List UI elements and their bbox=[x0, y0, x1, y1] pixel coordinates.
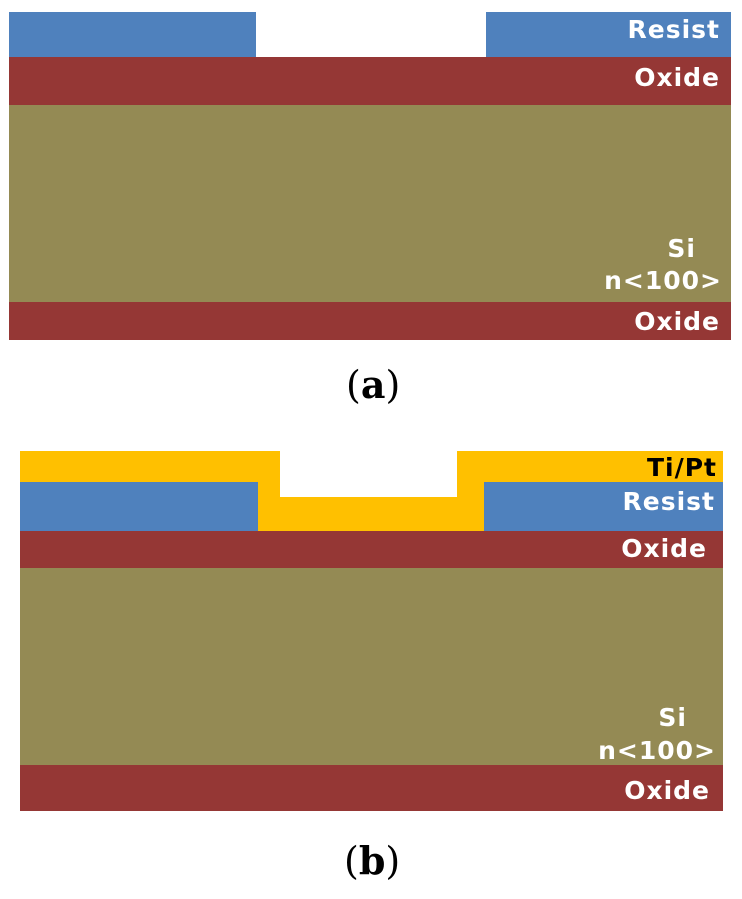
panel-b-tipt-trench-bottom bbox=[258, 497, 484, 531]
panel-b-tipt-label: Ti/Pt bbox=[646, 453, 717, 482]
panel-a-oxide-top bbox=[9, 57, 731, 105]
panel-b-resist-left bbox=[20, 482, 258, 531]
panel-b-caption: (b) bbox=[344, 838, 401, 883]
panel-a-si-substrate bbox=[9, 105, 731, 302]
panel-b-si-substrate bbox=[20, 568, 723, 765]
panel-b-resist-right bbox=[484, 482, 723, 531]
panel-a-resist-right bbox=[486, 12, 731, 57]
panel-a-oxide-bottom bbox=[9, 302, 731, 340]
panel-a-oxide-bottom-label: Oxide bbox=[634, 307, 720, 336]
panel-b-si-label: Si bbox=[658, 703, 687, 732]
panel-a-si-orientation-label: n<100> bbox=[604, 266, 722, 295]
panel-b-oxide-top-label: Oxide bbox=[621, 534, 707, 563]
panel-b-si-orientation-label: n<100> bbox=[598, 736, 716, 765]
panel-a-si-label: Si bbox=[667, 234, 696, 263]
panel-b-oxide-bottom-label: Oxide bbox=[624, 776, 710, 805]
panel-b-resist-label: Resist bbox=[622, 487, 715, 516]
panel-a-oxide-top-label: Oxide bbox=[634, 63, 720, 92]
panel-a-caption: (a) bbox=[346, 362, 401, 407]
panel-b-tipt-left bbox=[20, 451, 280, 482]
panel-b-oxide-top bbox=[20, 531, 723, 568]
panel-a-resist-label: Resist bbox=[627, 15, 720, 44]
panel-b-tipt-right bbox=[457, 451, 723, 482]
panel-b-oxide-bottom bbox=[20, 765, 723, 811]
panel-a-resist-left bbox=[9, 12, 256, 57]
